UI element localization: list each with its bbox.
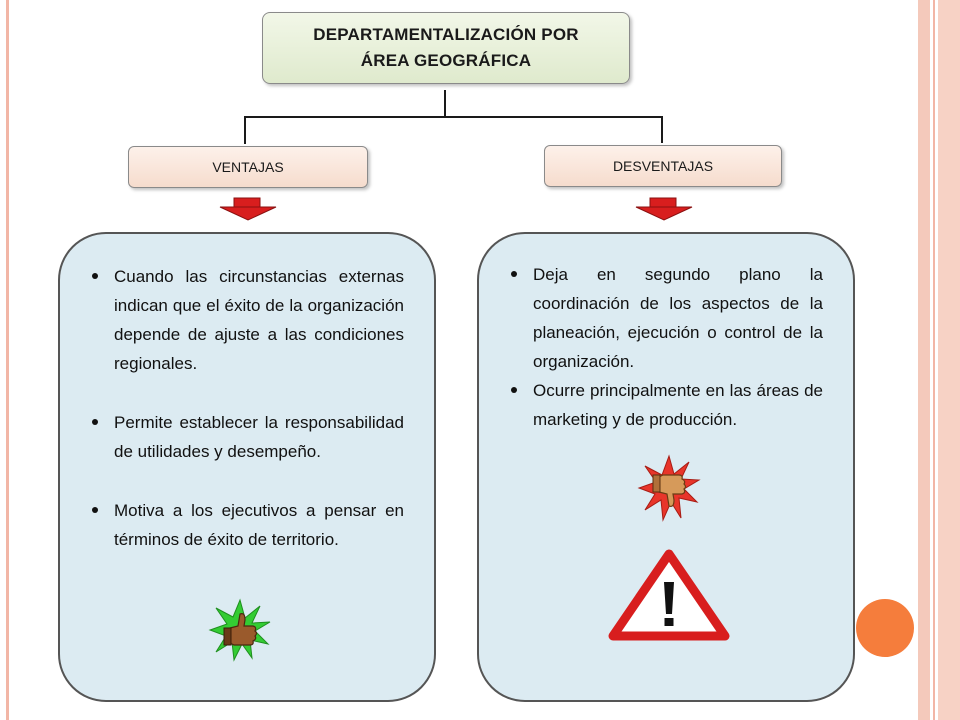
- connector-horizontal: [244, 116, 663, 118]
- desventajas-item-1: Deja en segundo plano la coordinación de…: [533, 265, 823, 371]
- connector-right-drop: [661, 116, 663, 143]
- slide-frame-right-outer: [938, 0, 960, 720]
- list-item: Permite establecer la responsabilidad de…: [82, 408, 404, 466]
- ventajas-item-2: Permite establecer la responsabilidad de…: [114, 413, 404, 461]
- slide-frame-left: [6, 0, 9, 720]
- list-item: Deja en segundo plano la coordinación de…: [501, 260, 823, 376]
- thumbs-up-icon: [208, 598, 271, 662]
- warning-icon: [608, 549, 730, 641]
- desventajas-list: Deja en segundo plano la coordinación de…: [501, 260, 823, 434]
- slide-frame-right-inner: [918, 0, 930, 720]
- list-item: Ocurre principalmente en las áreas de ma…: [501, 376, 823, 434]
- ventajas-label: VENTAJAS: [212, 159, 284, 175]
- slide-frame-right-line: [933, 0, 935, 720]
- ventajas-item-1: Cuando las circunstancias externas indic…: [114, 267, 404, 373]
- arrow-down-right-icon: [635, 197, 693, 221]
- desventajas-panel: Deja en segundo plano la coordinación de…: [477, 232, 855, 702]
- connector-left-drop: [244, 116, 246, 144]
- arrow-down-left-icon: [219, 197, 277, 221]
- desventajas-item-2: Ocurre principalmente en las áreas de ma…: [533, 381, 823, 429]
- list-item: Cuando las circunstancias externas indic…: [82, 262, 404, 378]
- list-item: Motiva a los ejecutivos a pensar en térm…: [82, 496, 404, 554]
- ventajas-panel: Cuando las circunstancias externas indic…: [58, 232, 436, 702]
- bullet-icon: [92, 507, 98, 513]
- bullet-icon: [511, 387, 517, 393]
- thumbs-down-icon: [637, 454, 701, 522]
- connector-vertical-main: [444, 90, 446, 116]
- title-box: DEPARTAMENTALIZACIÓN POR ÁREA GEOGRÁFICA: [262, 12, 630, 84]
- ventajas-list: Cuando las circunstancias externas indic…: [82, 262, 404, 554]
- desventajas-label: DESVENTAJAS: [612, 158, 714, 174]
- desventajas-label-box: DESVENTAJAS: [544, 145, 782, 187]
- accent-dot: [856, 599, 914, 657]
- ventajas-label-box: VENTAJAS: [128, 146, 368, 188]
- bullet-icon: [92, 419, 98, 425]
- bullet-icon: [92, 273, 98, 279]
- diagram-title: DEPARTAMENTALIZACIÓN POR ÁREA GEOGRÁFICA: [313, 25, 579, 70]
- ventajas-item-3: Motiva a los ejecutivos a pensar en térm…: [114, 501, 404, 549]
- bullet-icon: [511, 271, 517, 277]
